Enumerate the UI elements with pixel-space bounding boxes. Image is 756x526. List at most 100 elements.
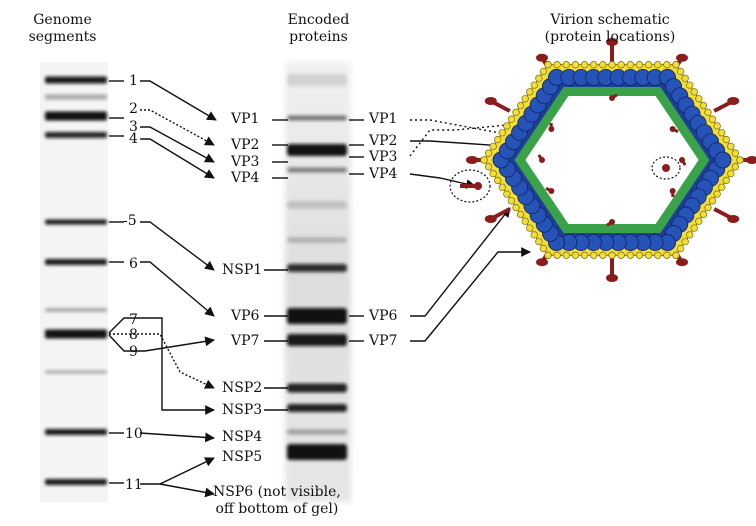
vp7-bead [489, 169, 497, 178]
vp7-bead [480, 156, 488, 164]
vp7-bead [736, 156, 744, 164]
vp7-bead [681, 74, 689, 82]
vp7-bead [498, 129, 506, 137]
arrow-seg10-nsp4 [139, 432, 215, 443]
vp7-bead [713, 190, 721, 198]
vp7-bead [512, 204, 520, 212]
vp4-spike-head [746, 156, 756, 164]
genome-band [45, 219, 107, 225]
segment-label-2: 2 [129, 101, 138, 117]
vp7-bead [530, 231, 538, 239]
protein-label-vp3: VP3 [231, 154, 260, 170]
vp7-bead [535, 238, 543, 246]
protein-band [287, 115, 347, 121]
genome-band [45, 132, 107, 138]
vp7-bead [635, 61, 644, 69]
vp7-bead [507, 197, 516, 205]
vp7-bead [608, 251, 616, 259]
genome-band [45, 111, 107, 121]
vp7-bead [727, 169, 735, 178]
genome-band [45, 94, 107, 100]
proteins-header-line1: Encoded [287, 12, 350, 28]
vp7-bead [484, 163, 493, 171]
genome-header-line1: Genome [33, 12, 92, 28]
vp7-bead [708, 115, 717, 123]
vp7-bead [562, 251, 570, 259]
vp7-bead [507, 115, 516, 123]
vp7-bead [503, 122, 511, 130]
protein-band [287, 167, 347, 173]
protein-label-vp6: VP6 [231, 308, 260, 324]
protein-label-vp7: VP7 [231, 333, 260, 349]
vp7-bead [699, 101, 708, 110]
arrow-seg11-nsp6 [159, 483, 215, 498]
arrow-seg8-nsp2 [109, 333, 215, 389]
vp7-bead [571, 61, 580, 69]
vp7-bead [727, 142, 735, 151]
vp2-inner-shell [514, 86, 710, 234]
arrow-seg11-nsp5 [140, 457, 215, 485]
segment-label-6: 6 [129, 256, 138, 272]
vp7-bead [663, 61, 671, 69]
protein-band [287, 237, 347, 243]
protein-label-nsp5: NSP5 [222, 449, 263, 465]
vp6-subunit [714, 151, 732, 169]
vp7-bead [681, 238, 689, 246]
arrow-seg4-vp4 [140, 138, 215, 179]
vp7-bead [713, 122, 721, 130]
vp4-spike-head [484, 97, 497, 105]
protein-band [287, 144, 347, 156]
vp7-bead [535, 74, 543, 82]
vp7-bead [503, 190, 511, 198]
segment-label-1: 1 [129, 73, 138, 89]
protein-band [287, 334, 347, 346]
virion-label-vp4: VP4 [369, 166, 398, 182]
vp7-bead [644, 251, 653, 259]
vp7-bead [672, 251, 680, 259]
vp4-spike-head [676, 53, 688, 62]
vp7-bead [489, 142, 497, 151]
vp1-vp3-complex-head [609, 95, 615, 101]
genome-gel-lane [40, 62, 108, 502]
arrow-vp1-virion [410, 119, 673, 169]
vp7-bead [484, 149, 493, 157]
vp7-bead [512, 108, 520, 116]
virion-label-vp1: VP1 [369, 111, 398, 127]
vp1-highlight-dot [662, 164, 670, 172]
vp4-spike-head [606, 274, 618, 282]
vp7-bead [617, 251, 625, 259]
vp7-bead [704, 108, 712, 116]
segment-label-9: 9 [129, 344, 138, 360]
vp7-bead [695, 95, 703, 103]
vp7-bead [617, 61, 625, 69]
virion-header-line2: (protein locations) [544, 29, 676, 45]
vp7-bead [544, 251, 552, 259]
vp7-bead [599, 61, 607, 69]
vp1-vp3-complex-head [609, 219, 615, 225]
virion-label-vp6: VP6 [369, 308, 398, 324]
vp1-vp3-complex-head [669, 188, 676, 194]
vp7-bead [516, 210, 525, 219]
vp7-bead [608, 61, 616, 69]
vp7-bead [690, 224, 698, 232]
vp7-bead [654, 251, 662, 259]
arrow-vp7-virion [410, 247, 531, 342]
vp7-bead [708, 197, 717, 205]
protein-band [287, 308, 347, 324]
protein-band [287, 201, 347, 209]
vp4-spike-head [676, 258, 688, 267]
genome-band [45, 329, 107, 339]
vp7-bead [663, 251, 671, 259]
segment-label-4: 4 [129, 131, 138, 147]
segment-label-11: 11 [125, 477, 143, 493]
vp7-bead [731, 163, 740, 171]
vp7-bead [695, 217, 703, 225]
genome-segments-header: Genome segments [10, 12, 115, 46]
nsp6-note-line2: off bottom of gel) [215, 501, 339, 517]
protein-label-nsp3: NSP3 [222, 402, 263, 418]
genome-band [45, 308, 107, 312]
genome-band [45, 370, 107, 374]
vp4-spike-head [727, 215, 740, 223]
